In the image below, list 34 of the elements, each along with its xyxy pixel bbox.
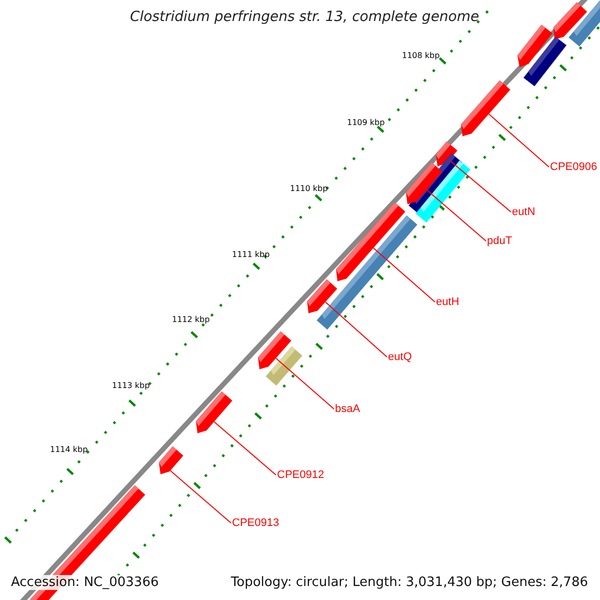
scale-label: 1111 kbp xyxy=(232,251,270,259)
leader-line xyxy=(275,358,334,410)
leader-line xyxy=(372,248,436,302)
map-title: Clostridium perfringens str. 13, complete genome xyxy=(130,10,480,24)
leader-line xyxy=(214,421,276,476)
leader-line xyxy=(170,470,232,524)
gene-label: eutH xyxy=(436,297,460,308)
gene-feature xyxy=(196,391,232,434)
leader-line xyxy=(324,302,388,358)
gene-label: eutQ xyxy=(388,352,412,363)
leader-line xyxy=(448,160,512,212)
gene-bar xyxy=(568,0,600,46)
gene-feature xyxy=(461,80,510,136)
gene-label: pduT xyxy=(487,236,512,247)
scale-label: 1109 kbp xyxy=(347,119,385,127)
gene-label: bsaA xyxy=(335,404,360,415)
footer-text: Topology: circular; Length: 3,031,430 bp; Genes: 2,786 xyxy=(228,575,590,590)
gene-label: CPE0913 xyxy=(232,518,280,529)
scale-label: 1108 kbp xyxy=(402,52,440,60)
gene-feature xyxy=(158,446,184,474)
gene-bar xyxy=(524,36,566,86)
leader-line xyxy=(488,114,550,168)
gene-label: eutN xyxy=(512,207,536,218)
scale-label: 1114 kbp xyxy=(50,446,88,454)
leader-line xyxy=(426,189,486,242)
gene-bar xyxy=(266,346,302,386)
scale-label: 1112 kbp xyxy=(172,316,210,324)
gene-feature xyxy=(307,279,338,314)
scale-label: 1113 kbp xyxy=(112,382,150,390)
gene-label: CPE0906 xyxy=(550,162,598,173)
gene-feature xyxy=(406,162,442,204)
scale-label: 1110 kbp xyxy=(290,185,328,193)
footer-text: Accession: NC_003366 xyxy=(9,575,161,590)
gene-label: CPE0912 xyxy=(277,470,324,481)
